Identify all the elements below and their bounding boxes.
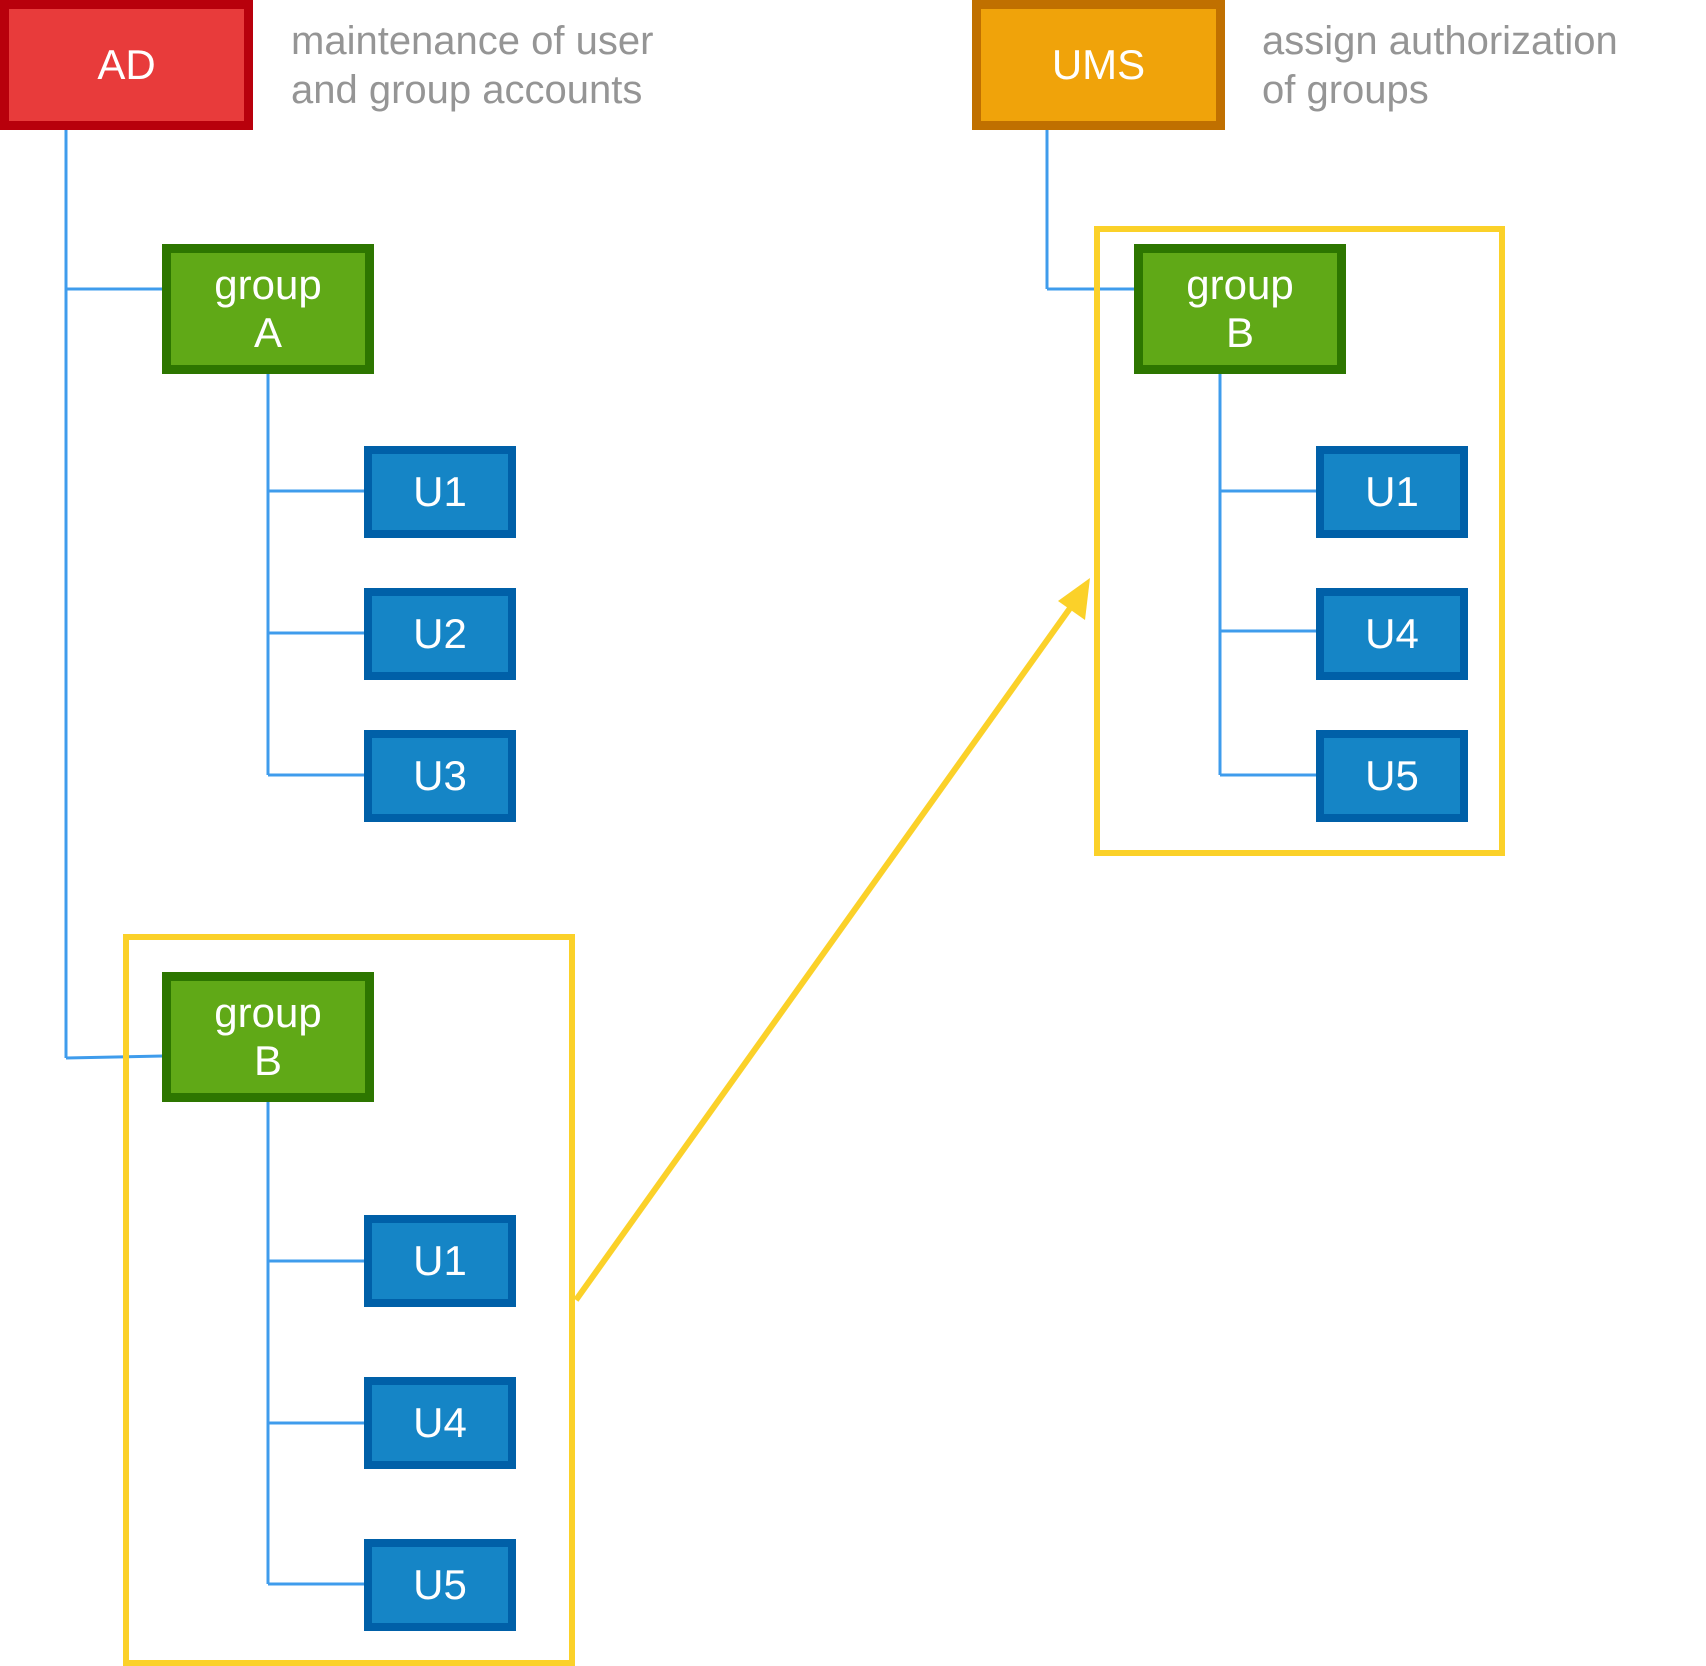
user-label: U5 xyxy=(1365,752,1419,799)
user-label: U5 xyxy=(413,1561,467,1608)
ad-group-b-user-u5: U5 xyxy=(364,1539,516,1631)
ad-group-a-user-u3: U3 xyxy=(364,730,516,822)
group-label: group B xyxy=(214,989,322,1084)
ad-group-b-box: group B xyxy=(162,972,374,1102)
ums-group-b-user-u1: U1 xyxy=(1316,446,1468,538)
ums-note-line-2: of groups xyxy=(1262,68,1429,112)
ad-note-line-2: and group accounts xyxy=(291,68,643,112)
ums-note-line-1: assign authorization xyxy=(1262,19,1618,63)
ums-note: assign authorization of groups xyxy=(1262,17,1618,115)
ad-group-b-user-u4: U4 xyxy=(364,1377,516,1469)
ad-note: maintenance of user and group accounts xyxy=(291,17,653,115)
ums-group-b-highlight-frame xyxy=(1094,226,1505,856)
ad-to-group-b-line xyxy=(65,1054,164,1060)
user-label: U3 xyxy=(413,752,467,799)
user-label: U1 xyxy=(1365,468,1419,515)
user-label: U1 xyxy=(413,468,467,515)
ums-box: UMS xyxy=(972,0,1225,130)
ad-group-b-user-u1: U1 xyxy=(364,1215,516,1307)
ums-group-b-user-u4: U4 xyxy=(1316,588,1468,680)
user-label: U2 xyxy=(413,610,467,657)
ad-group-a-user-u1: U1 xyxy=(364,446,516,538)
group-label: group A xyxy=(214,261,322,356)
ad-group-a-user-u2: U2 xyxy=(364,588,516,680)
ums-label: UMS xyxy=(1051,41,1146,88)
user-label: U4 xyxy=(413,1399,467,1446)
user-label: U4 xyxy=(1365,610,1419,657)
ad-box: AD xyxy=(0,0,253,130)
transfer-arrow-head xyxy=(1058,578,1090,620)
ums-group-b-user-u5: U5 xyxy=(1316,730,1468,822)
group-label: group B xyxy=(1186,261,1294,356)
ad-label: AD xyxy=(97,41,156,88)
transfer-arrow-line xyxy=(573,595,1081,1302)
ad-note-line-1: maintenance of user xyxy=(291,19,654,63)
ums-group-b-box: group B xyxy=(1134,244,1346,374)
ad-group-a-box: group A xyxy=(162,244,374,374)
user-label: U1 xyxy=(413,1237,467,1284)
